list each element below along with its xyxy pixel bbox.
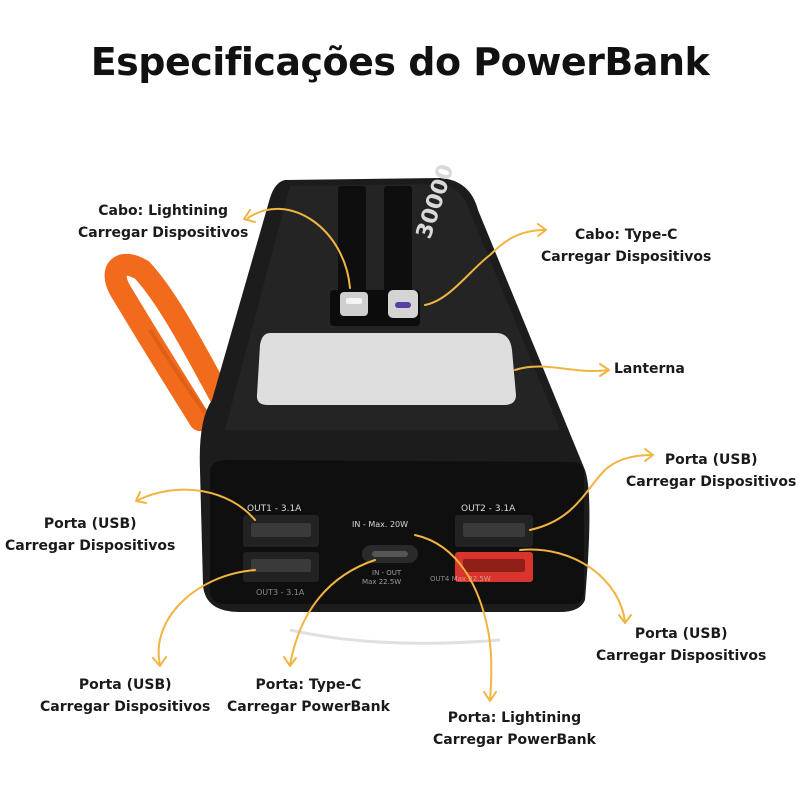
callout-line: Carregar Dispositivos xyxy=(40,699,211,715)
callout-cabo-lightning: Cabo: Lightining Carregar Dispositivos xyxy=(78,200,248,244)
callout-line: Porta: Lightining xyxy=(447,710,582,726)
arrow-lanterna xyxy=(514,365,609,372)
callout-line: Cabo: Lightining xyxy=(98,203,229,219)
callout-line: Porta (USB) xyxy=(78,677,172,693)
callout-line: Carregar Dispositivos xyxy=(541,249,712,265)
callout-cabo-typec: Cabo: Type-C Carregar Dispositivos xyxy=(541,224,711,268)
arrow-cabo-lightning xyxy=(247,207,351,289)
arrow-typec-in xyxy=(289,559,376,666)
in-max-label: IN - Max. 20W xyxy=(352,520,408,529)
in-out-label: IN - OUT xyxy=(372,569,402,577)
lantern-window xyxy=(256,333,516,405)
callout-lanterna: Lanterna xyxy=(614,358,685,380)
callout-usb-left-bottom: Porta (USB) Carregar Dispositivos xyxy=(40,674,210,718)
arrow-usb-left-top xyxy=(137,488,256,521)
wrist-strap xyxy=(104,253,236,431)
in-out-max-label: Max 22.5W xyxy=(362,578,401,586)
callout-line: Porta: Type-C xyxy=(255,677,362,693)
callout-line: Cabo: Type-C xyxy=(574,227,678,243)
page-title: Especificações do PowerBank xyxy=(90,40,710,84)
arrow-usb-left-bottom xyxy=(157,569,256,666)
callout-line: Carregar Dispositivos xyxy=(596,648,767,664)
callout-line: Porta (USB) xyxy=(43,516,137,532)
callout-line: Porta (USB) xyxy=(634,626,728,642)
out4-label: OUT4 Max 22.5W xyxy=(430,575,491,583)
callout-usb-left-top: Porta (USB) Carregar Dispositivos xyxy=(5,513,175,557)
arrow-lightning-in xyxy=(414,534,493,701)
arrow-usb-right-bottom xyxy=(519,548,626,623)
out3-label: OUT3 - 3.1A xyxy=(256,588,305,597)
arrow-cabo-typec xyxy=(424,229,546,306)
callout-line: Carregar Dispositivos xyxy=(626,474,797,490)
callout-line: Carregar PowerBank xyxy=(227,699,390,715)
arrow-usb-right-top xyxy=(529,454,653,531)
callout-line: Carregar Dispositivos xyxy=(5,538,176,554)
callout-line: Porta (USB) xyxy=(664,452,758,468)
out2-label: OUT2 - 3.1A xyxy=(461,504,516,514)
callout-line: Lanterna xyxy=(614,361,685,377)
callout-typec-in: Porta: Type-C Carregar PowerBank xyxy=(227,674,390,718)
callout-usb-right-top: Porta (USB) Carregar Dispositivos xyxy=(626,449,796,493)
callout-lightning-in: Porta: Lightining Carregar PowerBank xyxy=(433,707,596,751)
out1-label: OUT1 - 3.1A xyxy=(247,504,302,514)
callout-line: Carregar Dispositivos xyxy=(78,225,249,241)
callout-line: Carregar PowerBank xyxy=(433,732,596,748)
callout-usb-right-bottom: Porta (USB) Carregar Dispositivos xyxy=(596,623,766,667)
